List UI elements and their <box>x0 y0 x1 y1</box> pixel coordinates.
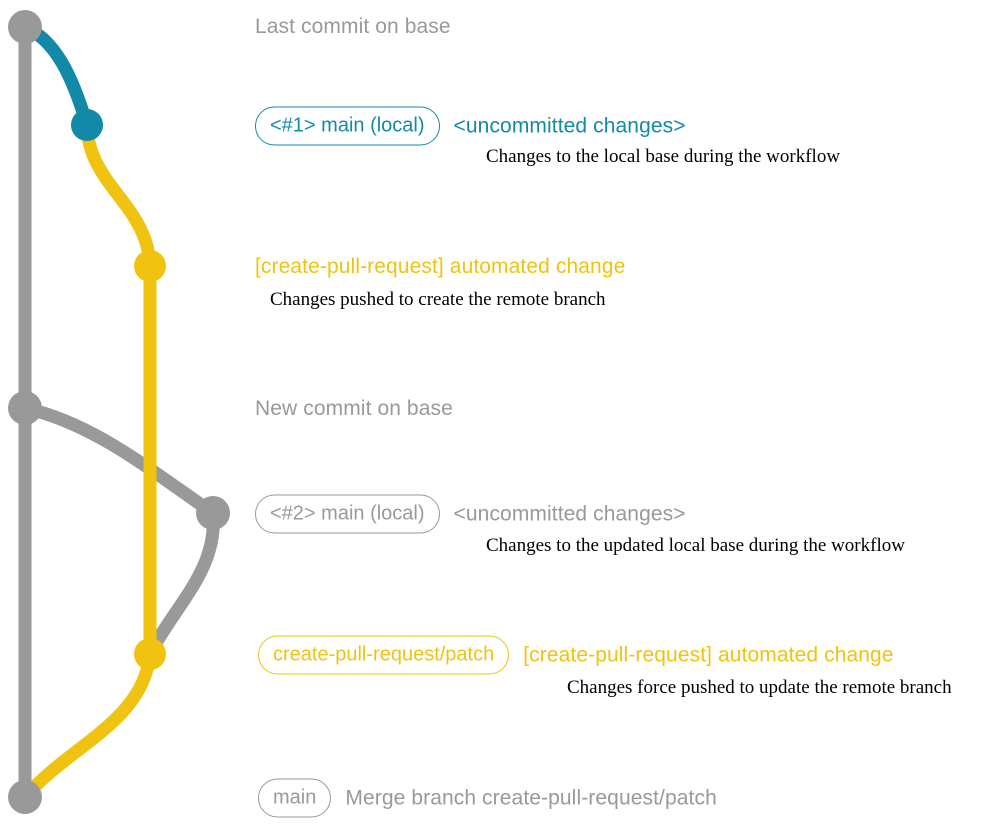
commit-message: [create-pull-request] automated change <box>255 255 626 278</box>
commit-row-automated-change-2: create-pull-request/patch [create-pull-r… <box>258 635 894 675</box>
commit-description-automated-change-1: Changes pushed to create the remote bran… <box>270 289 606 310</box>
branch-badge-local-main-2[interactable]: <#2> main (local) <box>255 494 440 534</box>
commit-row-new-commit-on-base: New commit on base <box>255 397 453 421</box>
commit-row-last-commit-on-base: Last commit on base <box>255 15 451 39</box>
commit-description-local-main-2: Changes to the updated local base during… <box>486 535 905 556</box>
commit-message: Merge branch create-pull-request/patch <box>345 786 717 809</box>
commit-message: Last commit on base <box>255 15 451 38</box>
commit-message: <uncommitted changes> <box>453 114 686 137</box>
branch-badge-local-main-1[interactable]: <#1> main (local) <box>255 106 440 146</box>
blue-branch-line <box>18 20 94 132</box>
commit-node-new-commit-on-base[interactable] <box>8 391 42 425</box>
yellow-merge-line <box>18 647 157 804</box>
commit-node-last-commit-on-base[interactable] <box>8 10 42 44</box>
commit-description-automated-change-2: Changes force pushed to update the remot… <box>567 677 952 698</box>
commit-row-local-main-2: <#2> main (local) <uncommitted changes> <box>255 494 686 534</box>
commit-node-local-main-2[interactable] <box>196 496 230 530</box>
commit-node-automated-change-2[interactable] <box>134 638 166 670</box>
branch-badge-create-pull-request-patch[interactable]: create-pull-request/patch <box>258 635 510 675</box>
commit-row-local-main-1: <#1> main (local) <uncommitted changes> <box>255 106 686 146</box>
commit-message: [create-pull-request] automated change <box>523 643 894 666</box>
gray-branch-out-line <box>18 401 220 520</box>
yellow-branch-upper-line <box>80 118 157 273</box>
commit-graph <box>8 10 230 814</box>
commit-message: <uncommitted changes> <box>453 502 686 525</box>
commit-node-automated-change-1[interactable] <box>134 250 166 282</box>
commit-node-merge-commit[interactable] <box>8 780 42 814</box>
branch-badge-main[interactable]: main <box>258 778 332 818</box>
commit-node-local-main-1[interactable] <box>71 109 103 141</box>
commit-message: New commit on base <box>255 397 453 420</box>
gray-branch-merge-line <box>143 506 220 661</box>
commit-row-merge-commit: main Merge branch create-pull-request/pa… <box>258 778 717 818</box>
commit-description-local-main-1: Changes to the local base during the wor… <box>486 146 841 167</box>
commit-row-automated-change-1: [create-pull-request] automated change <box>255 255 625 279</box>
